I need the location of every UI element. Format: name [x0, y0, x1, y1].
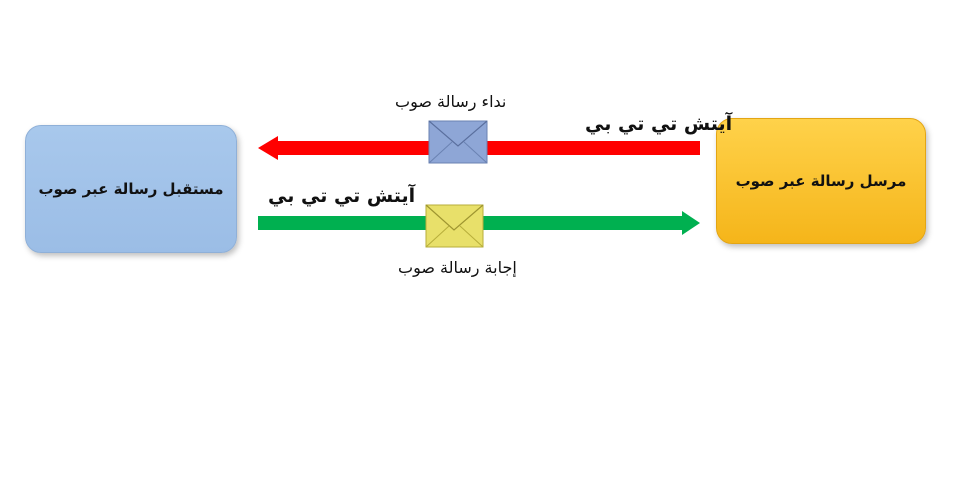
response-label: إجابة رسالة صوب	[398, 258, 517, 277]
response-envelope-icon	[425, 204, 484, 248]
request-label: نداء رسالة صوب	[395, 92, 507, 111]
protocol-label-top: آيتش تي تي بي	[585, 113, 733, 135]
sender-label: مرسل رسالة عبر صوب	[735, 172, 907, 190]
request-arrow	[258, 136, 700, 160]
sender-node: مرسل رسالة عبر صوب	[716, 118, 926, 244]
receiver-node: مستقبل رسالة عبر صوب	[25, 125, 237, 253]
protocol-label-bottom: آيتش تي تي بي	[268, 185, 416, 207]
receiver-label: مستقبل رسالة عبر صوب	[38, 180, 224, 198]
request-envelope-icon	[428, 120, 488, 164]
